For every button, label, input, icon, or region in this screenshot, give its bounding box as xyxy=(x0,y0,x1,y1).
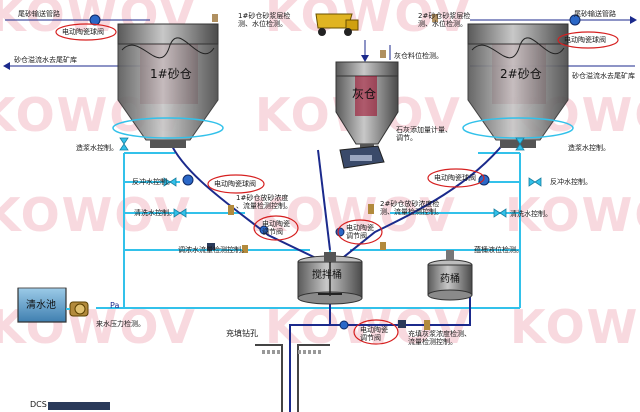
label-valve-bottom: 电动陶瓷 调节阀 xyxy=(360,326,388,342)
arrow-left-overflow xyxy=(3,62,10,70)
label-valve-tr: 电动陶瓷球阀 xyxy=(564,36,606,44)
label-sand2: 2#砂仓 xyxy=(500,67,542,81)
label-overflow-right: 砂仓溢流水去尾矿库 xyxy=(572,72,635,80)
instrument-markers xyxy=(207,14,438,330)
clear-water-pool xyxy=(17,287,67,323)
label-sand2-density: 2#砂仓放砂浓度检 测、流量检测控制。 xyxy=(380,200,443,216)
arrow-ash-in xyxy=(361,55,369,62)
label-slurry-left: 造浆水控制。 xyxy=(76,144,118,152)
label-clear-pool: 清水池 xyxy=(26,300,56,311)
label-ash: 灰仓 xyxy=(352,87,377,101)
label-valve-tl: 电动陶瓷球阀 xyxy=(62,28,104,36)
water-valves xyxy=(119,137,542,218)
label-backfill: 充填钻孔 xyxy=(226,329,258,338)
ball-valves xyxy=(89,14,581,330)
reagent-tank xyxy=(427,250,473,301)
label-ash-level: 灰仓料位检测。 xyxy=(394,52,443,60)
pump xyxy=(66,301,89,317)
backfill-borehole xyxy=(255,344,330,412)
label-reagent: 药桶 xyxy=(440,274,460,285)
label-overflow-left: 砂仓溢流水去尾矿库 xyxy=(14,56,77,64)
sand-silo-2 xyxy=(462,23,574,148)
label-pressure-sensor: Pa xyxy=(110,301,120,310)
label-backflush-right: 反冲水控制。 xyxy=(550,178,592,186)
label-bottom-meas: 充填灰浆浓度检测、 流量检测控制。 xyxy=(408,330,471,346)
dcs-panel xyxy=(48,402,110,410)
valve-callouts xyxy=(55,23,619,345)
label-valve-reg-mid: 电动陶瓷 调节阀 xyxy=(346,224,374,240)
label-sand1: 1#砂仓 xyxy=(150,67,192,81)
label-valve-ml: 电动陶瓷球阀 xyxy=(214,180,256,188)
label-backflush-left: 反冲水控制。 xyxy=(132,178,174,186)
label-valve-reg-left: 电动陶瓷 调节阀 xyxy=(262,220,290,236)
label-sand1-probe: 1#砂仓砂浆层检 测、水位检测。 xyxy=(238,12,291,28)
label-sand1-density: 1#砂仓放砂浓度 、流量检测控制。 xyxy=(236,194,292,210)
label-valve-mr: 电动陶瓷球阀 xyxy=(434,174,476,182)
label-slurry-right: 造浆水控制。 xyxy=(568,144,610,152)
watermark-11: KOWOV xyxy=(510,300,640,354)
slurry-piping xyxy=(169,141,506,345)
ash-feeder xyxy=(339,145,385,169)
label-mixer: 搅拌桶 xyxy=(312,270,342,281)
label-tailings-out: 尾砂输送管路 xyxy=(574,10,616,18)
label-dcs: DCS xyxy=(30,400,47,409)
label-tailings-in: 尾砂输送管路 xyxy=(18,10,60,18)
sand-silo-1 xyxy=(112,23,224,148)
label-pump-pressure: 来水压力检测。 xyxy=(96,320,145,328)
ash-silo xyxy=(335,61,399,150)
watermark-7: KOWOV xyxy=(250,188,457,242)
mixer-tank xyxy=(297,252,363,305)
label-flush-left: 清洗水控制。 xyxy=(134,209,176,217)
arrow-right-tailings xyxy=(630,16,637,24)
dump-truck xyxy=(315,13,359,36)
watermark-8: KOWOV xyxy=(505,188,640,242)
label-ash-flow: 石灰添加量计量、 调节。 xyxy=(396,126,452,142)
label-water-meas: 调浓水流量检测控制。 xyxy=(178,246,248,254)
label-sand2-probe: 2#砂仓砂浆层检 测、水位检测。 xyxy=(418,12,471,28)
label-reagent-level: 蕴桶液位检测。 xyxy=(474,246,523,254)
watermark-6: KOWOV xyxy=(0,188,192,242)
label-flush-right: 清洗水控制。 xyxy=(510,210,552,218)
